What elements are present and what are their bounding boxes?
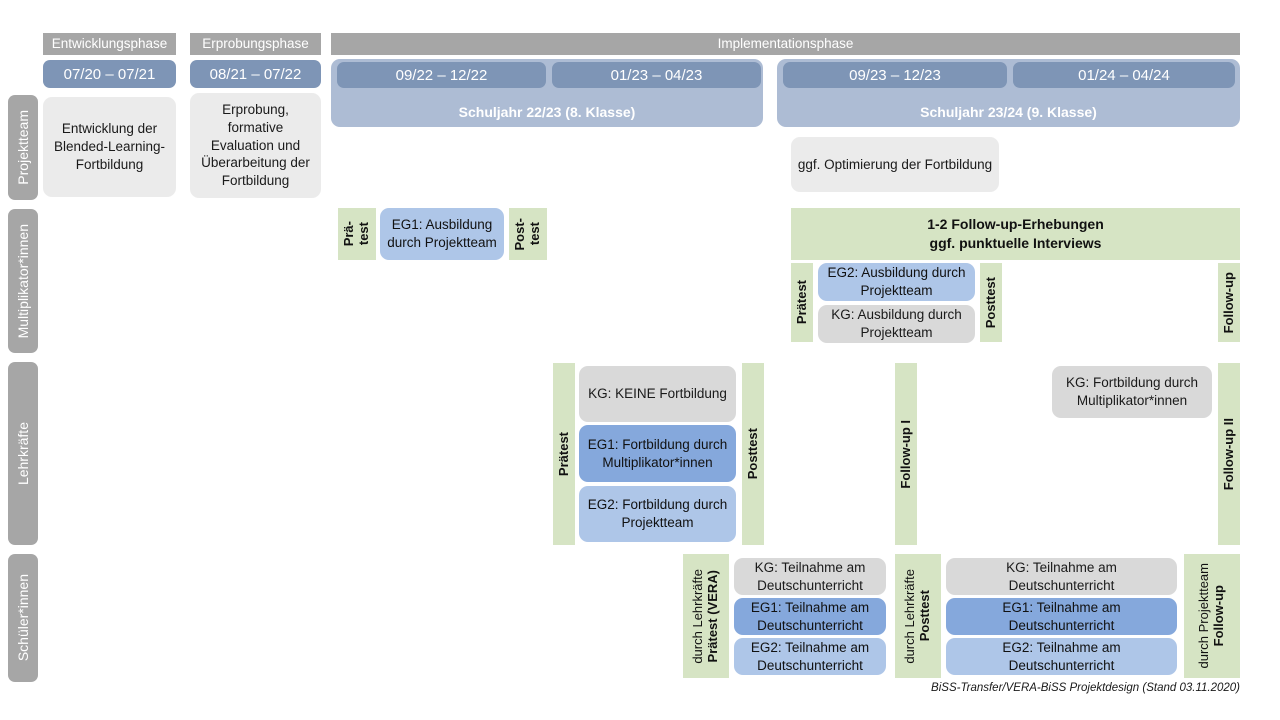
phase-header-implementationsphase: Implementationsphase: [331, 33, 1240, 55]
row-label-projektteam: Projektteam: [8, 95, 38, 200]
card-text: EG2: Teilnahme am Deutschunterricht: [750, 639, 870, 673]
card-text: KG: Ausbildung durch Projektteam: [831, 307, 962, 340]
measurement-sublabel: test: [356, 222, 371, 246]
footer-text: BiSS-Transfer/VERA-BiSS Projektdesign (S…: [931, 682, 1240, 694]
period-label: 09/22 – 12/22: [395, 66, 488, 84]
period-pill-0821-0722: 08/21 – 07/22: [190, 60, 321, 88]
measurement-posttest-multiplikatoren: Post- test: [509, 208, 547, 260]
measurement-sublabel: test: [527, 222, 542, 246]
measurement-followup-multiplikatoren: Follow-up: [1218, 263, 1240, 342]
measurement-label: Follow-up II: [1220, 417, 1236, 491]
card-text: EG1: Fortbildung durch Multiplikator*inn…: [587, 436, 728, 470]
row-label-schuelerinnen: Schüler*innen: [8, 554, 38, 682]
card-eg1-ausbildung-projektteam: EG1: Ausbildung durch Projektteam: [380, 208, 504, 260]
measurement-label: Posttest: [744, 428, 760, 480]
period-pill-0720-0721: 07/20 – 07/21: [43, 60, 176, 88]
row-label-text: Lehrkräfte: [15, 421, 31, 486]
measurement-followup-schueler: Follow-up durch Projektteam: [1184, 554, 1240, 678]
measurement-label: Follow-up I: [897, 419, 913, 489]
card-text: EG2: Ausbildung durch Projektteam: [827, 265, 966, 298]
card-eg1-fortbildung-multiplikatoren: EG1: Fortbildung durch Multiplikator*inn…: [579, 425, 736, 482]
period-pill-0124-0424: 01/24 – 04/24: [1013, 62, 1235, 88]
row-label-lehrkraefte: Lehrkräfte: [8, 362, 38, 545]
footer-caption: BiSS-Transfer/VERA-BiSS Projektdesign (S…: [780, 682, 1240, 698]
period-label: 08/21 – 07/22: [209, 65, 302, 83]
measurement-followup-1-lehrkraefte: Follow-up I: [895, 363, 917, 545]
measurement-sublabel: durch Lehrkräfte: [690, 568, 706, 664]
period-label: 09/23 – 12/23: [849, 66, 941, 84]
measurement-label: Follow-up: [1220, 271, 1236, 334]
card-text: KG: KEINE Fortbildung: [588, 386, 727, 402]
period-pill-0922-1222: 09/22 – 12/22: [337, 62, 546, 88]
measurement-label: Posttest: [917, 590, 932, 642]
card-text: ggf. Optimierung der Fortbildung: [797, 156, 993, 172]
measurement-label: Posttest: [982, 276, 998, 329]
period-label: 07/20 – 07/21: [63, 65, 156, 83]
card-text: EG2: Teilnahme am Deutschunterricht: [1002, 639, 1121, 673]
school-year-label-2223: Schuljahr 22/23 (8. Klasse): [331, 92, 763, 120]
measurement-sublabel: durch Lehrkräfte: [902, 568, 918, 664]
card-kg-keine-fortbildung: KG: KEINE Fortbildung: [579, 366, 736, 422]
card-entwicklung-fortbildung: Entwicklung der Blended-Learning-Fortbil…: [43, 97, 176, 197]
card-text: KG: Fortbildung durch Multiplikator*inne…: [1065, 375, 1199, 408]
phase-header-entwicklungsphase: Entwicklungsphase: [43, 33, 176, 55]
measurement-praetest-multiplikatoren-2: Prätest: [791, 263, 813, 342]
measurement-praetest-multiplikatoren: Prä- test: [338, 208, 376, 260]
period-label: 01/23 – 04/23: [610, 66, 703, 84]
school-year-text: Schuljahr 23/24 (9. Klasse): [920, 104, 1097, 120]
measurement-label: Prä-: [341, 221, 357, 247]
card-kg-teilnahme-deutschunterricht-right: KG: Teilnahme am Deutschunterricht: [946, 558, 1177, 595]
card-kg-fortbildung-multiplikatoren: KG: Fortbildung durch Multiplikator*inne…: [1052, 366, 1212, 418]
row-label-text: Multiplikator*innen: [15, 223, 31, 339]
card-eg2-teilnahme-deutschunterricht-left: EG2: Teilnahme am Deutschunterricht: [734, 638, 886, 675]
card-eg1-teilnahme-deutschunterricht-right: EG1: Teilnahme am Deutschunterricht: [946, 598, 1177, 635]
row-label-text: Projektteam: [15, 110, 31, 185]
school-year-label-2324: Schuljahr 23/24 (9. Klasse): [777, 92, 1240, 120]
card-kg-ausbildung-projektteam: KG: Ausbildung durch Projektteam: [818, 305, 975, 343]
measurement-posttest-lehrkraefte: Posttest: [742, 363, 764, 545]
card-ggf-optimierung: ggf. Optimierung der Fortbildung: [791, 137, 999, 192]
card-text: EG2: Fortbildung durch Projektteam: [587, 497, 728, 530]
period-label: 01/24 – 04/24: [1078, 66, 1170, 84]
school-year-text: Schuljahr 22/23 (8. Klasse): [458, 104, 636, 120]
measurement-label: Prätest: [555, 431, 571, 477]
banner-followup-erhebungen: 1-2 Follow-up-Erhebungen ggf. punktuelle…: [791, 208, 1240, 260]
card-text: KG: Teilnahme am Deutschunterricht: [754, 559, 866, 593]
card-erprobung-evaluation: Erprobung, formative Evaluation und Über…: [190, 93, 321, 198]
row-label-multiplikatorinnen: Multiplikator*innen: [8, 209, 38, 353]
card-eg2-teilnahme-deutschunterricht-right: EG2: Teilnahme am Deutschunterricht: [946, 638, 1177, 675]
measurement-sublabel: durch Projektteam: [1196, 563, 1212, 669]
card-text: Entwicklung der Blended-Learning-Fortbil…: [53, 121, 166, 172]
measurement-followup-2-lehrkraefte: Follow-up II: [1218, 363, 1240, 545]
card-text: EG1: Ausbildung durch Projektteam: [387, 217, 497, 250]
measurement-label: Prätest: [793, 280, 809, 325]
card-text: KG: Teilnahme am Deutschunterricht: [1006, 559, 1117, 593]
card-eg2-fortbildung-projektteam: EG2: Fortbildung durch Projektteam: [579, 486, 736, 542]
card-text: EG1: Teilnahme am Deutschunterricht: [1002, 599, 1121, 633]
card-eg2-ausbildung-projektteam: EG2: Ausbildung durch Projektteam: [818, 263, 975, 301]
measurement-praetest-vera-schueler: Prätest (VERA) durch Lehrkräfte: [683, 554, 729, 678]
phase-header-erprobungsphase: Erprobungsphase: [190, 33, 321, 55]
card-kg-teilnahme-deutschunterricht-left: KG: Teilnahme am Deutschunterricht: [734, 558, 886, 595]
period-pill-0923-1223: 09/23 – 12/23: [783, 62, 1007, 88]
phase-label: Implementationsphase: [717, 35, 854, 51]
measurement-praetest-lehrkraefte: Prätest: [553, 363, 575, 545]
phase-label: Erprobungsphase: [202, 35, 309, 51]
measurement-posttest-multiplikatoren-2: Posttest: [980, 263, 1002, 342]
period-pill-0123-0423: 01/23 – 04/23: [552, 62, 761, 88]
banner-line-2: ggf. punktuelle Interviews: [929, 235, 1102, 251]
measurement-label: Follow-up: [1211, 585, 1226, 647]
phase-label: Entwicklungsphase: [51, 35, 168, 51]
measurement-label: Prätest (VERA): [705, 569, 720, 663]
measurement-label: Post-: [512, 217, 528, 251]
card-text: Erprobung, formative Evaluation und Über…: [201, 101, 310, 189]
banner-line-1: 1-2 Follow-up-Erhebungen: [927, 216, 1104, 233]
card-text: EG1: Teilnahme am Deutschunterricht: [750, 599, 870, 633]
card-eg1-teilnahme-deutschunterricht-left: EG1: Teilnahme am Deutschunterricht: [734, 598, 886, 635]
row-label-text: Schüler*innen: [15, 574, 31, 662]
measurement-posttest-schueler: Posttest durch Lehrkräfte: [895, 554, 941, 678]
